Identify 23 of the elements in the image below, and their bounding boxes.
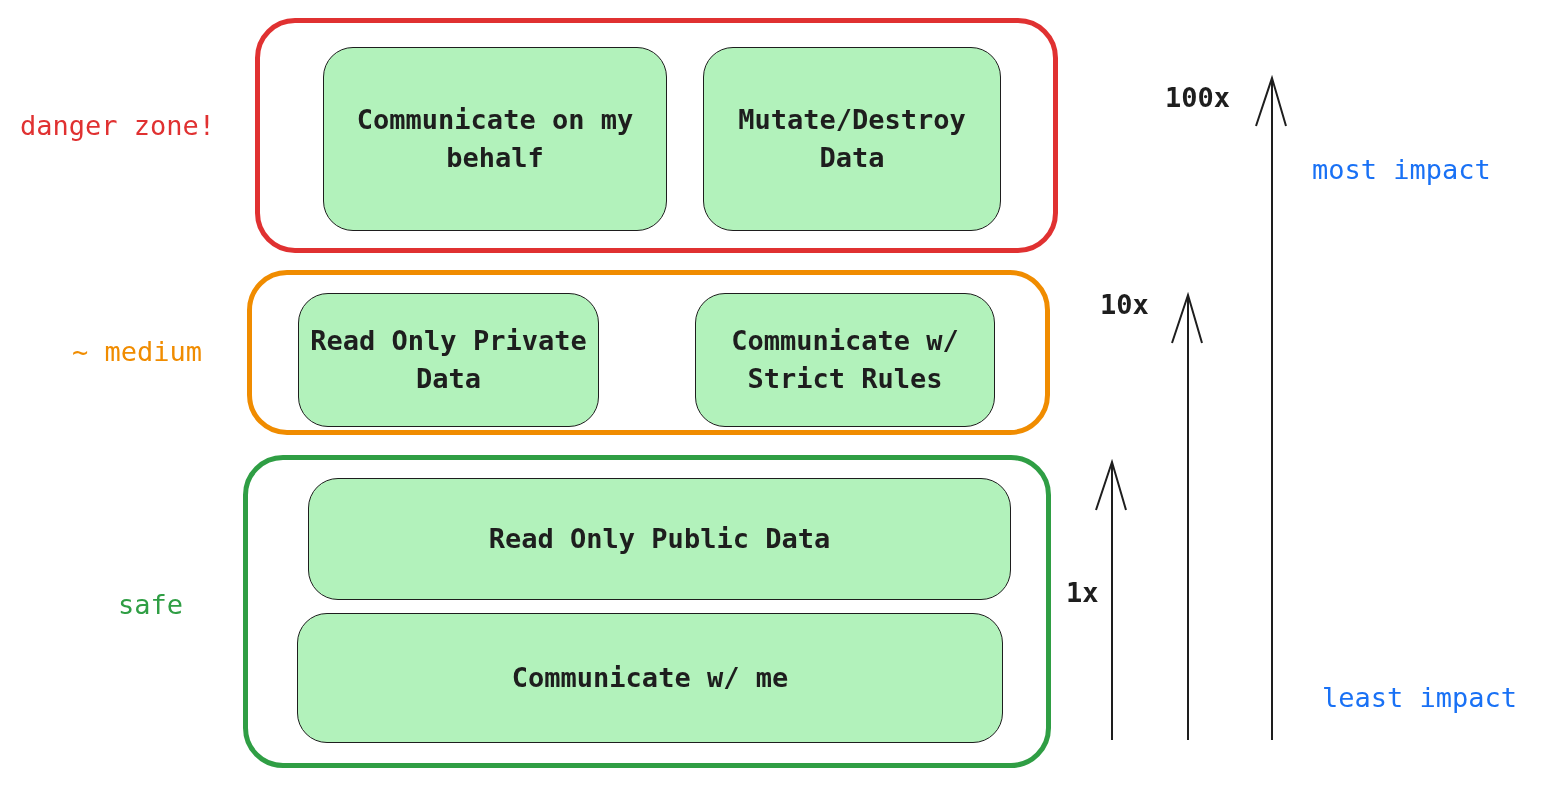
zone-label: safe (118, 589, 184, 620)
process-box (297, 613, 1003, 743)
process-box (308, 478, 1011, 600)
box-text: Read Only Public Data (488, 522, 831, 556)
process-box (695, 293, 995, 427)
axis-label: least impact (1322, 682, 1518, 713)
zone-frame (247, 270, 1050, 435)
zone-frame (255, 18, 1058, 253)
process-box (298, 293, 599, 427)
box-text: Read Only Private Data (309, 324, 588, 396)
process-box (323, 47, 667, 231)
axis-label: most impact (1312, 154, 1491, 185)
zone-label: ~ medium (72, 336, 203, 367)
process-box (703, 47, 1001, 231)
box-text: Communicate on my behalf (355, 103, 635, 175)
zone-frame (243, 455, 1051, 768)
box-text: Communicate w/ me (511, 661, 789, 695)
scale-label: 10x (1100, 289, 1149, 320)
box-text: Communicate w/ Strict Rules (730, 324, 960, 396)
box-text: Mutate/Destroy Data (737, 103, 967, 175)
scale-label: 100x (1165, 82, 1231, 113)
zone-label: danger zone! (20, 110, 216, 141)
scale-label: 1x (1066, 577, 1099, 608)
